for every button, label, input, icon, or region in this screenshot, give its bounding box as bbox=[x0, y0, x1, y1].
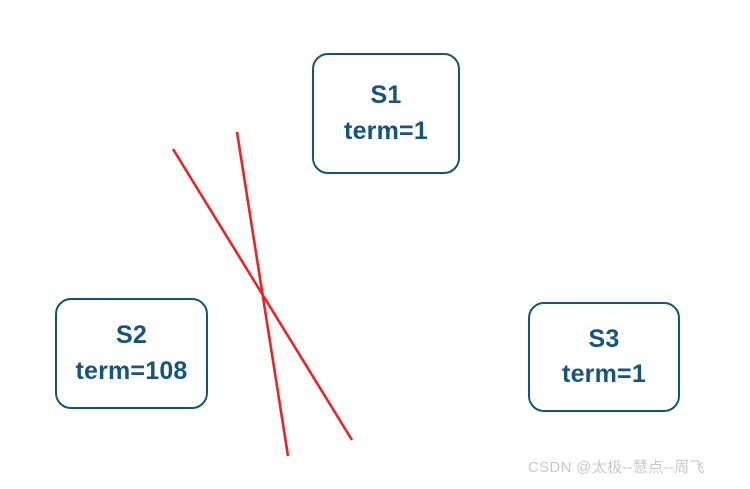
node-s1-term: term=1 bbox=[344, 116, 428, 145]
node-s1-id: S1 bbox=[370, 81, 402, 109]
node-s3-term: term=1 bbox=[562, 360, 646, 388]
node-s3-id: S3 bbox=[588, 324, 620, 353]
red-line-b bbox=[235, 131, 290, 457]
node-s2[interactable]: S2 term=108 bbox=[55, 298, 208, 409]
node-s2-id: S2 bbox=[116, 321, 147, 349]
watermark: CSDN @太极--慧点--周飞 bbox=[528, 459, 705, 476]
node-s2-term: term=108 bbox=[75, 356, 188, 385]
node-s3[interactable]: S3 term=1 bbox=[528, 302, 680, 412]
node-s1[interactable]: S1 term=1 bbox=[312, 53, 460, 174]
